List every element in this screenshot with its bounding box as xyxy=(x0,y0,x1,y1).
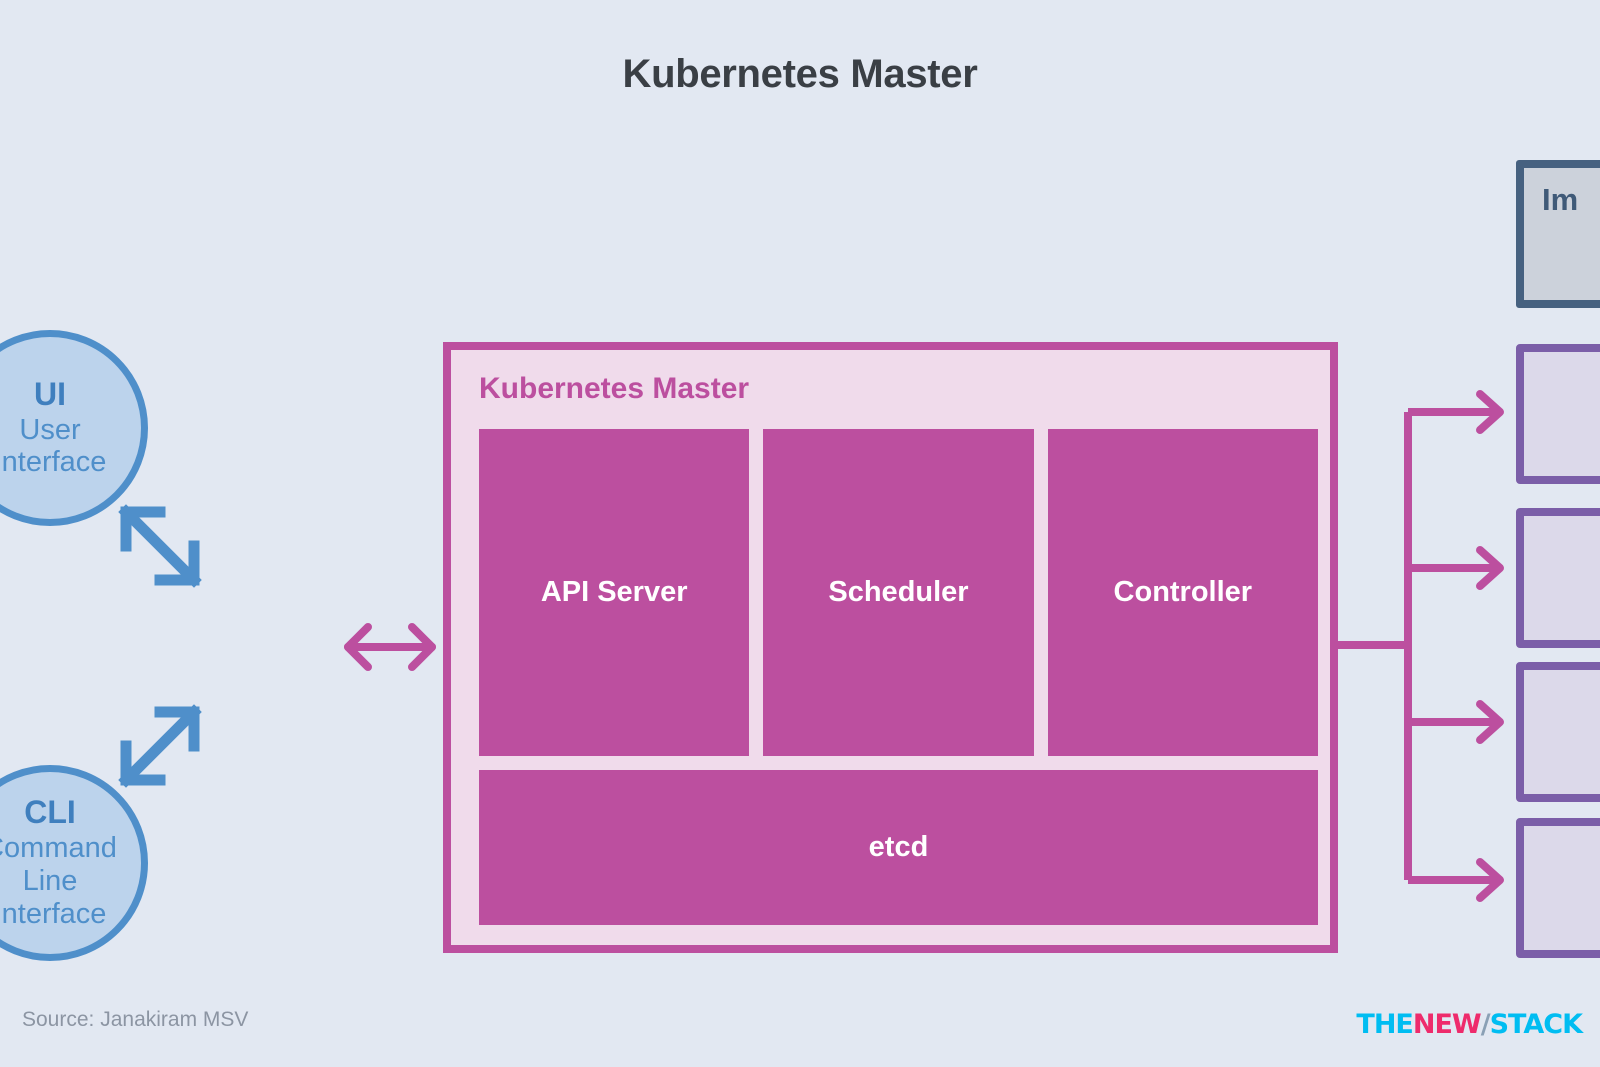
worker-node-box-1 xyxy=(1516,344,1600,484)
worker-node-box-2 xyxy=(1516,508,1600,648)
component-etcd-label: etcd xyxy=(868,831,929,863)
the-new-stack-logo: THENEW/STACK xyxy=(1356,1009,1583,1040)
logo-segment-stack: STACK xyxy=(1489,1009,1583,1040)
worker-node-box-4 xyxy=(1516,818,1600,958)
component-api-server-label: API Server xyxy=(540,576,688,608)
cli-expansion-label: Command Line Interface xyxy=(0,832,117,930)
cli-api-double-arrow-icon xyxy=(118,704,202,788)
cli-client-node: CLI Command Line Interface xyxy=(0,765,148,961)
logo-segment-slash: / xyxy=(1480,1009,1491,1040)
master-box-label: Kubernetes Master xyxy=(479,372,750,405)
worker-node-box-3 xyxy=(1516,662,1600,802)
ui-api-double-arrow-icon xyxy=(118,504,202,588)
component-etcd: etcd xyxy=(479,770,1318,925)
api-master-double-arrow-icon xyxy=(344,623,436,671)
cli-abbrev-label: CLI xyxy=(24,794,76,831)
logo-segment-the: THE xyxy=(1356,1009,1413,1040)
image-registry-box: Im xyxy=(1516,160,1600,308)
ui-abbrev-label: UI xyxy=(34,375,66,412)
ui-client-node: UI User Interface xyxy=(0,330,148,526)
master-component-row: API Server Scheduler Controller xyxy=(479,429,1318,756)
source-attribution: Source: Janakiram MSV xyxy=(22,1008,249,1031)
component-controller-label: Controller xyxy=(1113,576,1253,608)
component-api-server: API Server xyxy=(479,429,750,756)
image-registry-label: Im xyxy=(1542,182,1579,217)
logo-segment-new: NEW xyxy=(1412,1009,1482,1040)
kubernetes-master-box: Kubernetes Master API Server Scheduler C… xyxy=(443,342,1338,953)
master-to-nodes-connector xyxy=(1330,390,1504,902)
page-title: Kubernetes Master xyxy=(622,52,978,96)
component-scheduler-label: Scheduler xyxy=(828,576,969,608)
ui-expansion-label: User Interface xyxy=(0,413,107,479)
component-controller: Controller xyxy=(1047,429,1318,756)
component-scheduler: Scheduler xyxy=(763,429,1034,756)
